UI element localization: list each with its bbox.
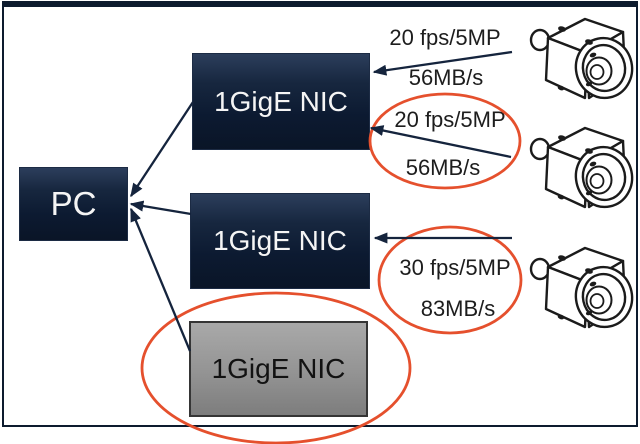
nic-node-2: 1GigE NIC: [190, 193, 370, 289]
nic-label-2: 1GigE NIC: [213, 225, 347, 256]
link1-fps-label: 20 fps/5MP: [389, 25, 501, 50]
link3-bandwidth-label: 83MB/s: [420, 296, 496, 321]
nic-label-1: 1GigE NIC: [214, 85, 348, 117]
pc-node: PC: [19, 167, 128, 241]
link2-fps-label: 20 fps/5MP: [394, 107, 506, 132]
nic-node-1: 1GigE NIC: [192, 53, 370, 150]
nic-label-3: 1GigE NIC: [211, 353, 346, 384]
pc-label: PC: [50, 185, 97, 222]
link2-bandwidth-label: 56MB/s: [405, 155, 481, 180]
link1-bandwidth-label: 56MB/s: [408, 65, 484, 90]
nic-node-3: 1GigE NIC: [189, 321, 368, 417]
link3-fps-label: 30 fps/5MP: [399, 255, 511, 280]
